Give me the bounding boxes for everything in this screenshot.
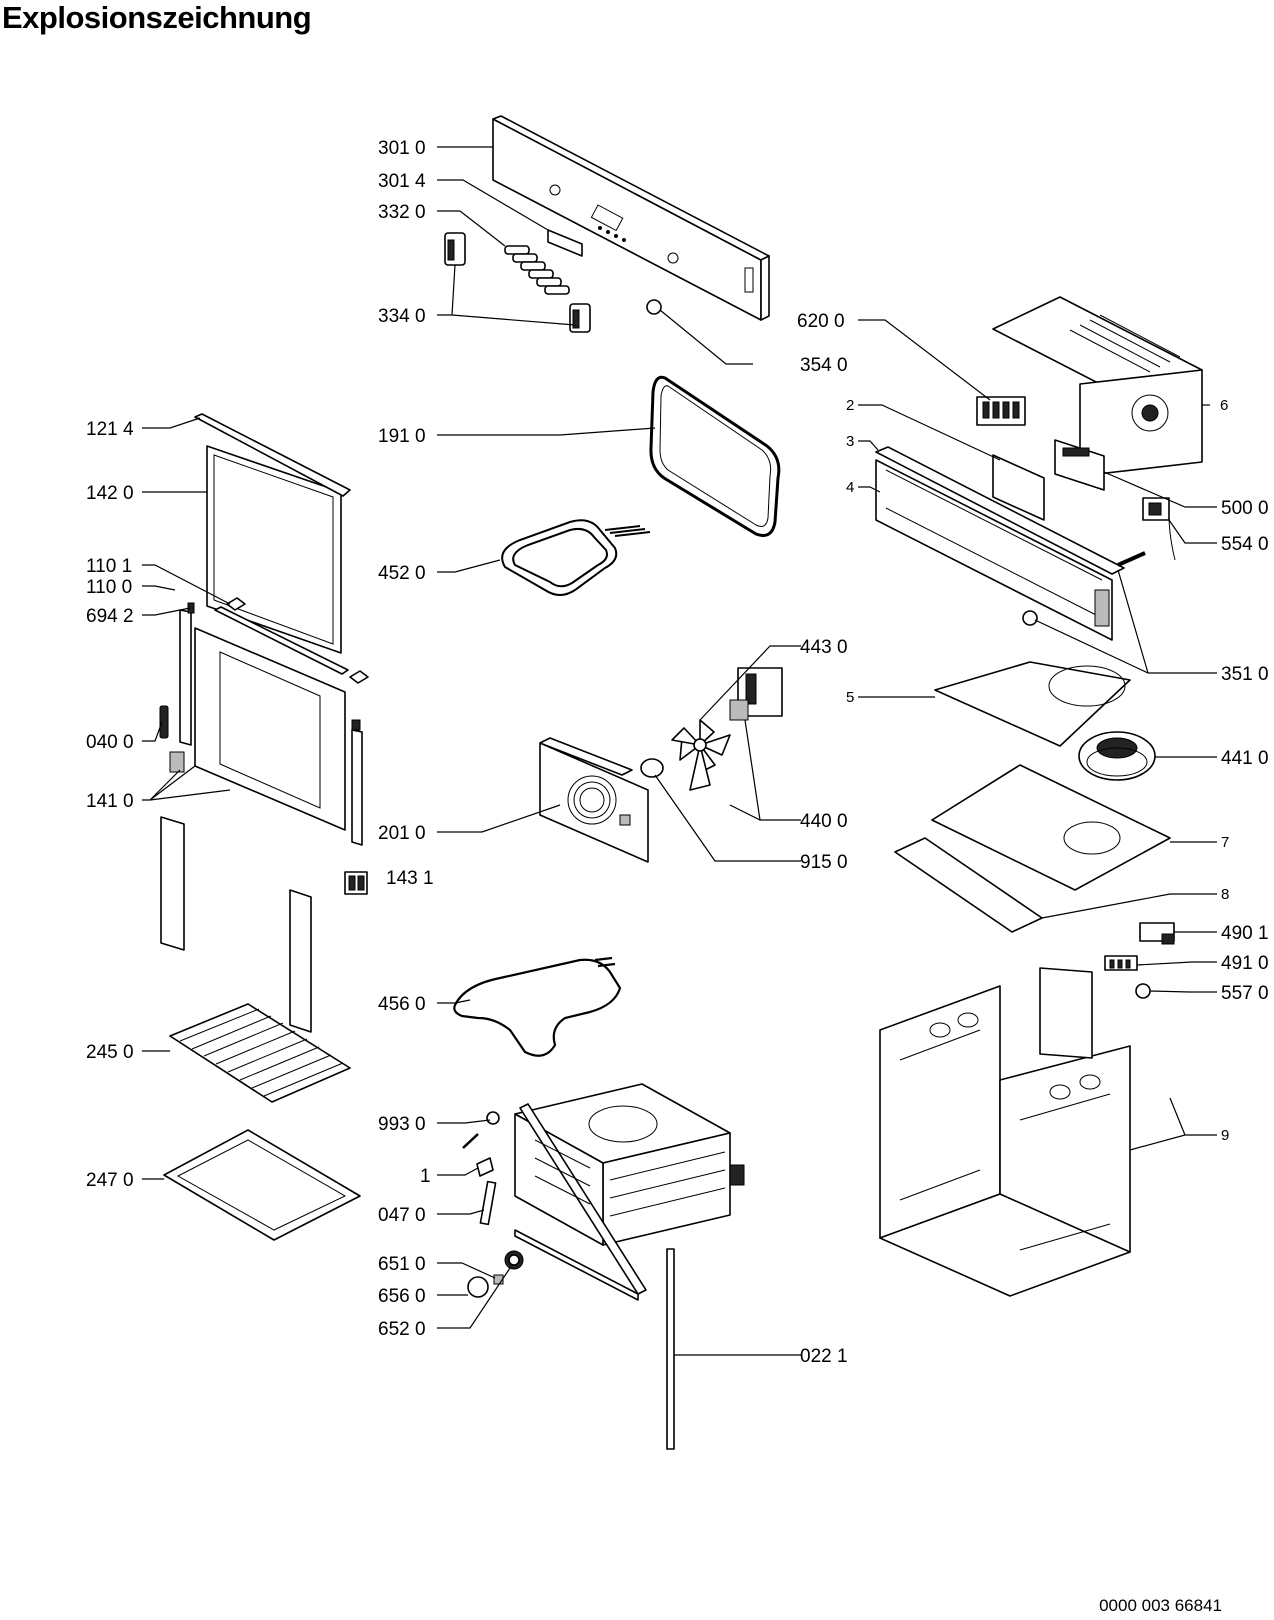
part-labels: 301 0 301 4 332 0 334 0 354 0 620 0 2 6 … xyxy=(86,138,1269,1367)
part-label: 142 0 xyxy=(86,483,134,504)
part-label: 490 1 xyxy=(1221,923,1269,944)
knob-small-part xyxy=(1022,610,1038,626)
part-label: 651 0 xyxy=(378,1254,426,1275)
part-label: 6 xyxy=(1220,397,1228,414)
part-label: 047 0 xyxy=(378,1205,426,1226)
nut-part xyxy=(640,758,664,778)
part-label: 915 0 xyxy=(800,852,848,873)
bolt-part xyxy=(462,1133,479,1149)
part-label: 5 xyxy=(846,689,854,706)
bottom-heater-part xyxy=(453,956,622,1057)
part-label: 022 1 xyxy=(800,1346,848,1367)
part-label: 440 0 xyxy=(800,811,848,832)
grill-heater-part xyxy=(501,519,651,596)
part-label: 443 0 xyxy=(800,637,848,658)
part-label: 354 0 xyxy=(800,355,848,376)
wire-rack-part xyxy=(169,1003,351,1103)
timer-part xyxy=(1054,439,1105,491)
door-inner-part xyxy=(159,606,363,846)
part-label: 1 xyxy=(420,1166,431,1187)
part-label: 456 0 xyxy=(378,994,426,1015)
lamp-strip-part xyxy=(479,1180,497,1226)
door-trim-part xyxy=(194,413,351,497)
part-label: 301 4 xyxy=(378,171,426,192)
part-label: 694 2 xyxy=(86,606,134,627)
screw-part xyxy=(486,1111,500,1125)
fan-motor-part xyxy=(729,667,783,721)
part-label: 110 0 xyxy=(86,577,132,598)
part-label: 656 0 xyxy=(378,1286,426,1307)
fan-housing-part xyxy=(934,661,1131,747)
bracket-part xyxy=(992,454,1045,521)
fan-blade-part xyxy=(671,719,731,791)
door-seal-strip-part xyxy=(666,1248,675,1450)
part-label: 652 0 xyxy=(378,1319,426,1340)
baking-tray-part xyxy=(163,1129,361,1241)
part-label: 121 4 xyxy=(86,419,134,440)
part-label: 452 0 xyxy=(378,563,426,584)
part-label: 334 0 xyxy=(378,306,426,327)
part-label: 554 0 xyxy=(1221,534,1269,555)
document-number: 0000 003 66841 xyxy=(1099,1596,1222,1615)
part-label: 441 0 xyxy=(1221,748,1269,769)
front-frame-part xyxy=(875,446,1125,641)
part-label: 191 0 xyxy=(378,426,426,447)
connector-part xyxy=(1104,955,1138,971)
door-strip-part xyxy=(289,889,312,1033)
door-strip-part xyxy=(160,816,185,951)
leader-lines xyxy=(142,146,1217,1356)
part-label: 040 0 xyxy=(86,732,134,753)
part-label: 500 0 xyxy=(1221,498,1269,519)
button-part xyxy=(646,299,662,315)
part-label: 141 0 xyxy=(86,791,134,812)
knob-set-part xyxy=(504,245,570,295)
clip-part xyxy=(349,670,369,684)
door-gasket-part xyxy=(649,375,781,537)
part-label: 3 xyxy=(846,433,854,450)
part-label: 8 xyxy=(1221,886,1229,903)
lamp-assembly-part xyxy=(467,1250,524,1298)
oven-cavity-part xyxy=(514,1083,745,1301)
clip-part xyxy=(226,597,246,611)
part-label: 110 1 xyxy=(86,556,132,577)
part-label: 332 0 xyxy=(378,202,426,223)
oven-housing-part xyxy=(879,967,1131,1297)
part-label: 9 xyxy=(1221,1127,1229,1144)
part-label: 4 xyxy=(846,479,854,496)
display-part xyxy=(547,229,583,257)
fan-cover-part xyxy=(539,737,649,863)
switch-part xyxy=(1139,922,1175,945)
page-title: Explosionszeichnung xyxy=(2,0,312,35)
part-label: 245 0 xyxy=(86,1042,134,1063)
hinge-cover-part xyxy=(344,871,368,895)
terminal-block-part xyxy=(976,396,1026,426)
part-label: 993 0 xyxy=(378,1114,426,1135)
part-label: 557 0 xyxy=(1221,983,1269,1004)
sensor-part xyxy=(1135,983,1151,999)
part-label: 7 xyxy=(1221,834,1229,851)
thermostat-part xyxy=(1142,497,1176,561)
part-label: 620 0 xyxy=(797,311,845,332)
part-label: 201 0 xyxy=(378,823,426,844)
part-label: 301 0 xyxy=(378,138,426,159)
part-label: 247 0 xyxy=(86,1170,134,1191)
rod-part xyxy=(1117,551,1146,567)
part-label: 491 0 xyxy=(1221,953,1269,974)
cooling-fan-part xyxy=(1078,731,1156,781)
control-panel-part xyxy=(492,115,770,321)
base-plate-part xyxy=(931,764,1171,891)
part-label: 143 1 xyxy=(386,868,434,889)
top-cover-part xyxy=(992,296,1203,477)
part-label: 351 0 xyxy=(1221,664,1269,685)
clip-part xyxy=(476,1157,494,1177)
part-label: 2 xyxy=(846,397,854,414)
